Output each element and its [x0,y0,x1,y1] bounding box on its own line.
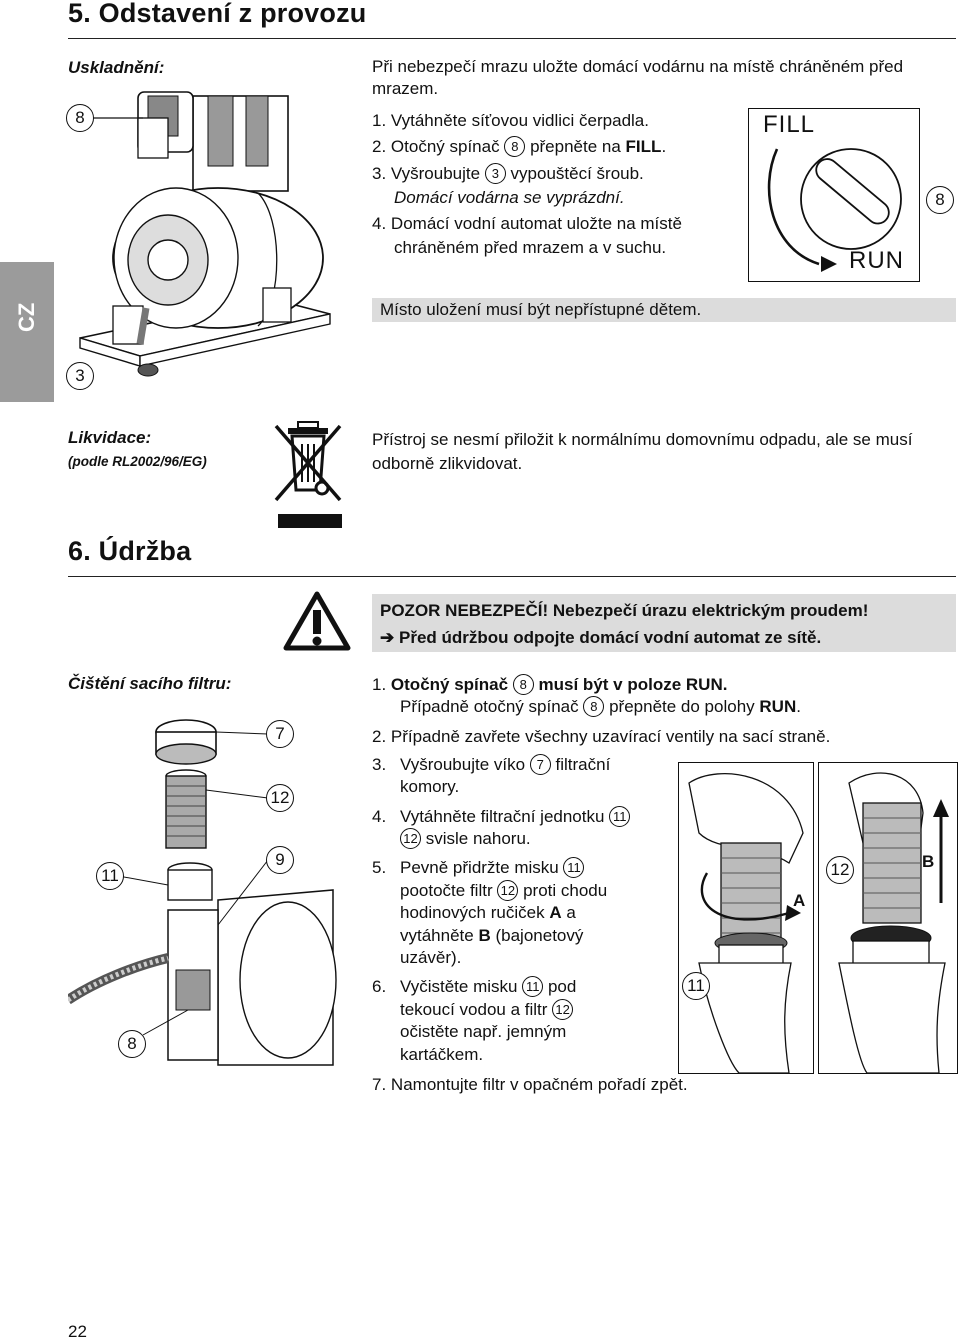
filter-step-4: 4.Vytáhněte filtrační jednotku 11 12 svi… [372,806,652,850]
warning-line-1: POZOR NEBEZPEČÍ! Nebezpečí úrazu elektri… [380,601,869,620]
disposal-text: Přístroj se nesmí přiložit k normálnímu … [372,430,913,473]
filter-exploded-figure [65,710,338,1070]
callout-11-photo: 11 [682,972,710,1000]
arrow-b-label: B [922,852,935,871]
run-label: RUN [849,247,904,274]
storage-step-1: 1. Vytáhněte síťovou vidlici čerpadla. [372,111,649,130]
title-rule [68,38,956,39]
section6-rule [68,576,956,577]
filter-cleaning-label: Čištění sacího filtru: [68,674,232,693]
arrow-a-label: A [793,891,806,910]
disposal-sublabel: (podle RL2002/96/EG) [68,454,207,469]
storage-step-2: 2. Otočný spínač 8 přepněte na FILL. [372,136,667,157]
callout-7-filter: 7 [266,720,294,748]
callout-3-storage: 3 [66,362,94,390]
disposal-label: Likvidace: [68,428,152,447]
callout-11-filter: 11 [96,862,124,890]
callout-12-photo: 12 [826,856,854,884]
weee-crossed-bin-icon [272,420,344,532]
language-tab: CZ [0,262,54,402]
callout-9-filter: 9 [266,846,294,874]
filter-step-2: 2. Případně zavřete všechny uzavírací ve… [372,727,831,746]
storage-step-3: 3. Vyšroubujte 3 vypouštěcí šroub.Domácí… [372,163,644,207]
callout-inline-3: 3 [484,163,506,184]
filter-pull-illustration [818,762,958,1074]
filter-step-3: 3.Vyšroubujte víko 7 filtrační komory. [372,754,611,796]
switch-diagram: FILL RUN [748,108,920,282]
callout-8-switch: 8 [926,186,954,214]
fill-label: FILL [763,111,816,138]
filter-step-6: 6.Vyčistěte misku 11 pod tekoucí vodou a… [372,976,577,1064]
storage-step-4: 4. Domácí vodní automat uložte na místě … [372,214,682,257]
storage-note: Místo uložení musí být nepřístupné dětem… [372,298,956,322]
callout-8-filter: 8 [118,1030,146,1058]
pump-storage-figure [68,88,338,388]
warning-triangle-icon [282,590,352,652]
storage-intro: Při nebezpečí mrazu uložte domácí vodárn… [372,57,904,98]
storage-steps: 1. Vytáhněte síťovou vidlici čerpadla. 2… [372,108,752,260]
filter-twist-illustration: A [678,762,814,1074]
warning-box: POZOR NEBEZPEČÍ! Nebezpečí úrazu elektri… [372,594,956,652]
filter-step-5: 5.Pevně přidržte misku 11 pootočte filtr… [372,857,608,967]
arrow-right-icon: ➔ [380,628,395,647]
page-number: 22 [68,1322,87,1341]
filter-step-7: 7. Namontujte filtr v opačném pořadí zpě… [372,1075,688,1094]
filter-step-1: 1. Otočný spínač 8 musí být v poloze RUN… [372,674,801,717]
callout-8-storage: 8 [66,104,94,132]
warning-line-2: ➔ Před údržbou odpojte domácí vodní auto… [380,628,822,647]
callout-12-filter: 12 [266,784,294,812]
section-title-shutdown: 5. Odstavení z provozu [68,0,367,28]
storage-label: Uskladnění: [68,58,165,77]
section-title-maintenance: 6. Údržba [68,536,192,566]
callout-inline-8: 8 [504,136,526,157]
